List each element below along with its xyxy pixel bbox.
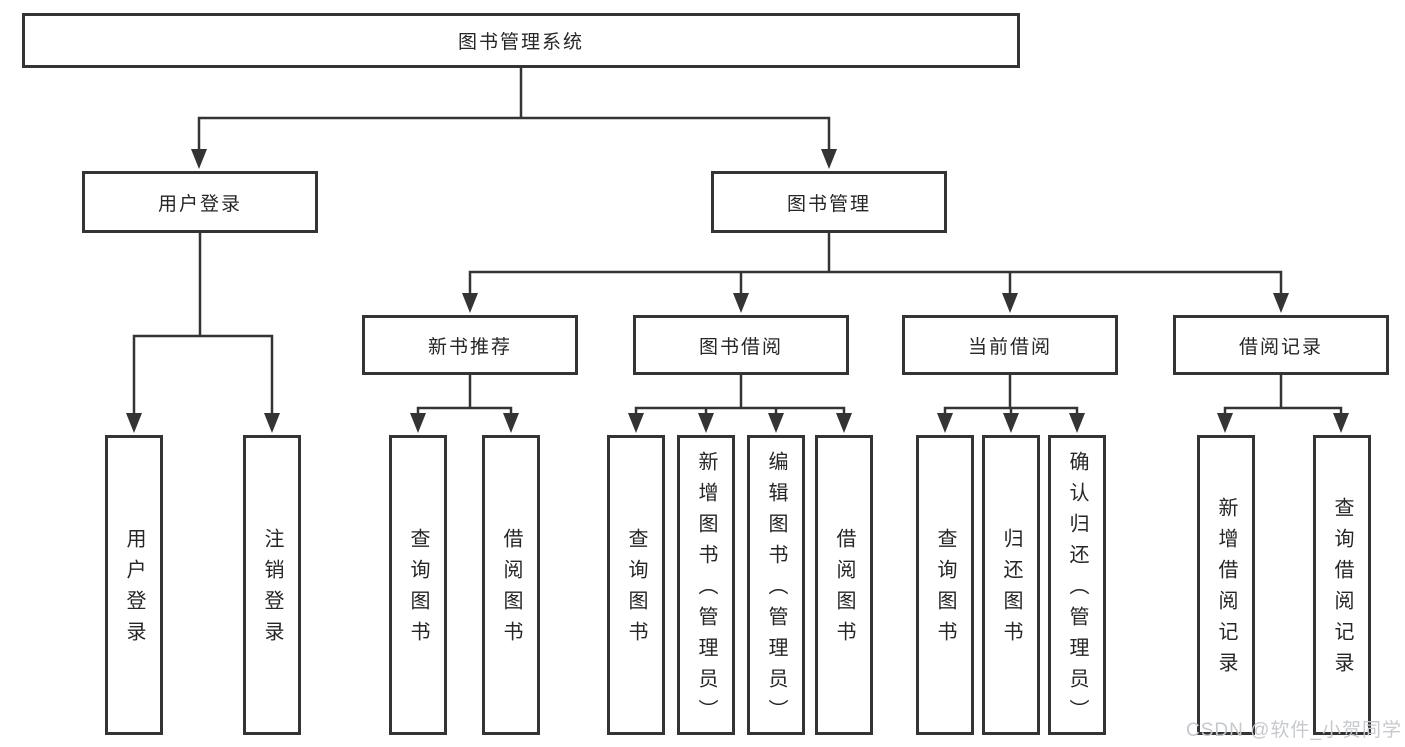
leaf-label: 新增图书（管理员） [695,450,717,730]
leaf-confirm-return-admin: 确认归还（管理员） [1048,435,1106,735]
arrowheads [126,149,1349,433]
leaf-label: 查询图书 [407,528,429,652]
node-label: 图书管理系统 [457,32,584,53]
leaf-query-books-borrow: 查询图书 [607,435,665,735]
leaf-user-login: 用户登录 [105,435,163,735]
node-borrow-records: 借阅记录 [1173,315,1389,375]
node-label: 新书推荐 [427,336,512,358]
leaf-query-books-current: 查询图书 [916,435,974,735]
node-current-borrow: 当前借阅 [902,315,1118,375]
leaf-edit-books-admin: 编辑图书（管理员） [747,435,805,735]
leaf-add-borrow-record: 新增借阅记录 [1197,435,1255,735]
node-label: 图书借阅 [698,336,783,358]
leaf-label: 编辑图书（管理员） [765,450,787,730]
node-label: 用户登录 [157,193,242,215]
node-library-management-system: 图书管理系统 [22,13,1020,68]
node-book-borrow: 图书借阅 [633,315,849,375]
leaf-label: 查询借阅记录 [1331,497,1353,683]
node-book-management: 图书管理 [711,171,947,233]
node-label: 图书管理 [786,193,871,215]
leaf-label: 借阅图书 [500,528,522,652]
leaf-label: 归还图书 [1000,528,1022,652]
leaf-label: 注销登录 [261,528,283,652]
leaf-label: 借阅图书 [833,528,855,652]
node-new-book-recommend: 新书推荐 [362,315,578,375]
leaf-logout: 注销登录 [243,435,301,735]
node-label: 当前借阅 [967,336,1052,358]
leaf-query-books-recommend: 查询图书 [389,435,447,735]
leaf-borrow-books: 借阅图书 [815,435,873,735]
leaf-label: 查询图书 [625,528,647,652]
node-label: 借阅记录 [1238,336,1323,358]
leaf-label: 查询图书 [934,528,956,652]
leaf-query-borrow-record: 查询借阅记录 [1313,435,1371,735]
leaf-borrow-books-recommend: 借阅图书 [482,435,540,735]
leaf-return-books: 归还图书 [982,435,1040,735]
leaf-label: 新增借阅记录 [1215,497,1237,683]
leaf-add-books-admin: 新增图书（管理员） [677,435,735,735]
node-user-login: 用户登录 [82,171,318,233]
leaf-label: 确认归还（管理员） [1066,450,1088,730]
leaf-label: 用户登录 [123,528,145,652]
